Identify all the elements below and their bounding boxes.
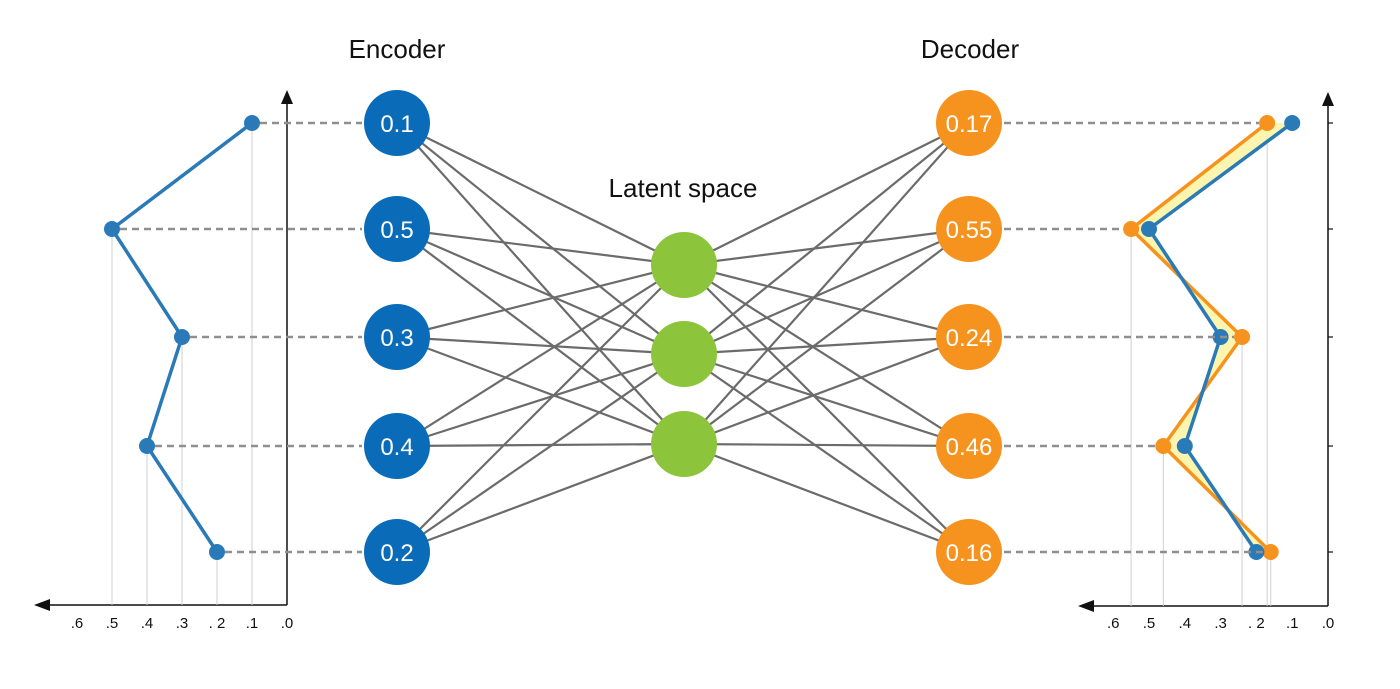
decoder-node-0 — [936, 90, 1002, 156]
encoder-node-3 — [364, 413, 430, 479]
output-plot-tick-label: . 2 — [1248, 615, 1265, 632]
edge-latent-1-decoder-0 — [683, 122, 970, 355]
encoder-node-0 — [364, 90, 430, 156]
output-plot-output-point-0 — [1259, 115, 1276, 131]
decoder-node-label-2: 0.24 — [946, 325, 993, 352]
edge-latent-2-decoder-0 — [683, 122, 970, 445]
output-plot: .6 .5 .4 .3 . 2 .1 .0 — [1078, 92, 1334, 632]
dashed-connectors — [120, 121, 1263, 554]
output-plot-tick-label: .5 — [1143, 615, 1156, 632]
decoder-node-label-0: 0.17 — [946, 111, 993, 138]
edge-latent-0-decoder-2 — [683, 263, 970, 339]
input-plot-point-4 — [209, 544, 225, 560]
input-plot: .6 .5 .4 .3 . 2 .1 .0 — [34, 90, 293, 632]
edge-latent-0-decoder-0 — [683, 122, 970, 266]
edge-encoder-3-latent-1 — [396, 352, 685, 448]
output-plot-tick-label: .3 — [1214, 615, 1227, 632]
latent-node-0 — [651, 232, 717, 298]
edge-latent-0-decoder-4 — [683, 264, 970, 553]
edge-encoder-4-latent-0 — [396, 264, 685, 553]
input-plot-point-2 — [174, 329, 190, 345]
encoder-title: Encoder — [349, 34, 446, 64]
decoder-node-4 — [936, 519, 1002, 585]
output-plot-output-point-2 — [1234, 329, 1251, 345]
output-plot-x-axis-arrow — [1078, 600, 1094, 612]
network-nodes: 0.1 0.17 0.5 0.55 0.3 0.24 0.4 0.46 0.2 0.16 — [364, 90, 1002, 585]
network-edges — [396, 122, 970, 554]
output-plot-input-point-3 — [1176, 438, 1193, 454]
decoder-title: Decoder — [921, 34, 1020, 64]
edge-encoder-4-latent-2 — [396, 442, 685, 554]
output-plot-output-point-3 — [1155, 438, 1172, 454]
encoder-node-1 — [364, 196, 430, 262]
output-plot-output-point-4 — [1262, 544, 1279, 560]
output-plot-error-area — [1131, 123, 1293, 552]
encoder-node-2 — [364, 304, 430, 370]
edge-latent-0-decoder-3 — [683, 264, 970, 447]
edge-latent-1-decoder-4 — [683, 353, 970, 553]
edge-latent-2-decoder-2 — [683, 335, 970, 446]
output-plot-tick-label: .1 — [1286, 615, 1299, 632]
edge-encoder-3-latent-0 — [396, 264, 685, 447]
output-plot-tick-label: .4 — [1179, 615, 1192, 632]
edge-encoder-0-latent-1 — [396, 122, 685, 355]
edge-encoder-0-latent-2 — [396, 122, 685, 445]
encoder-node-label-2: 0.3 — [380, 325, 413, 352]
edge-latent-2-decoder-1 — [683, 228, 970, 445]
encoder-node-label-3: 0.4 — [380, 434, 413, 461]
edge-latent-2-decoder-4 — [683, 442, 970, 554]
input-plot-tick-label: .4 — [141, 615, 154, 632]
input-plot-point-1 — [104, 221, 120, 237]
input-plot-tick-label: .6 — [71, 615, 84, 632]
latent-node-1 — [651, 321, 717, 387]
edge-latent-1-decoder-3 — [683, 352, 970, 448]
encoder-node-label-0: 0.1 — [380, 111, 413, 138]
edge-latent-2-decoder-3 — [683, 442, 970, 448]
edge-encoder-1-latent-1 — [396, 227, 685, 356]
output-plot-input-point-0 — [1284, 115, 1301, 131]
edge-encoder-1-latent-0 — [396, 227, 685, 267]
encoder-node-4 — [364, 519, 430, 585]
output-plot-output-point-1 — [1123, 221, 1140, 237]
edge-encoder-3-latent-2 — [396, 442, 685, 448]
output-plot-input-point-1 — [1141, 221, 1157, 237]
output-plot-y-axis-arrow — [1322, 92, 1334, 106]
decoder-node-label-4: 0.16 — [946, 540, 993, 567]
decoder-node-label-1: 0.55 — [946, 217, 993, 244]
output-plot-tick-label: .6 — [1107, 615, 1120, 632]
decoder-node-3 — [936, 413, 1002, 479]
input-plot-x-axis-arrow — [34, 599, 50, 611]
input-plot-tick-label: .3 — [176, 615, 189, 632]
edge-encoder-1-latent-2 — [396, 228, 685, 445]
input-plot-point-0 — [244, 115, 260, 131]
input-plot-y-axis-arrow — [281, 90, 293, 104]
input-plot-tick-label: .5 — [106, 615, 119, 632]
edge-latent-1-decoder-2 — [683, 335, 970, 356]
decoder-node-label-3: 0.46 — [946, 434, 993, 461]
edge-latent-1-decoder-1 — [683, 227, 970, 356]
edge-encoder-2-latent-0 — [396, 263, 685, 339]
input-plot-point-3 — [139, 438, 155, 454]
encoder-node-label-4: 0.2 — [380, 540, 413, 567]
edge-encoder-0-latent-0 — [396, 122, 685, 266]
input-plot-tick-label: .0 — [281, 615, 294, 632]
edge-encoder-2-latent-2 — [396, 335, 685, 446]
latent-node-2 — [651, 411, 717, 477]
decoder-node-2 — [936, 304, 1002, 370]
edge-encoder-4-latent-1 — [396, 353, 685, 553]
edge-latent-0-decoder-1 — [683, 227, 970, 267]
input-plot-tick-label: .1 — [246, 615, 259, 632]
output-plot-tick-label: .0 — [1322, 615, 1335, 632]
input-plot-tick-label: . 2 — [209, 615, 226, 632]
decoder-node-1 — [936, 196, 1002, 262]
encoder-node-label-1: 0.5 — [380, 217, 413, 244]
edge-encoder-2-latent-1 — [396, 335, 685, 356]
latent-space-title: Latent space — [609, 173, 758, 203]
